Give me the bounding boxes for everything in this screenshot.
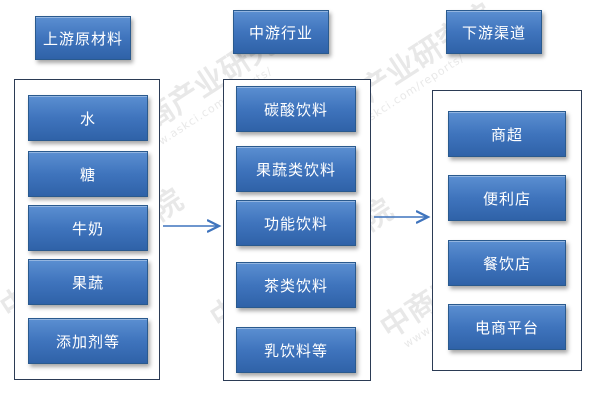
downstream-header: 下游渠道: [446, 10, 542, 54]
upstream-item-additives: 添加剂等: [28, 318, 148, 364]
upstream-item-milk: 牛奶: [28, 205, 148, 251]
midstream-item-tea: 茶类饮料: [236, 262, 356, 308]
downstream-item-supermarket: 商超: [448, 111, 566, 157]
midstream-item-functional: 功能饮料: [236, 200, 356, 246]
upstream-item-water: 水: [28, 95, 148, 141]
downstream-item-ecommerce: 电商平台: [448, 304, 566, 350]
midstream-item-fruit-veg-drinks: 果蔬类饮料: [236, 146, 356, 192]
upstream-header: 上游原材料: [35, 16, 131, 60]
midstream-item-dairy-drinks: 乳饮料等: [236, 327, 356, 373]
upstream-item-fruit-veg: 果蔬: [28, 259, 148, 305]
midstream-header: 中游行业: [233, 10, 329, 54]
upstream-item-sugar: 糖: [28, 151, 148, 197]
downstream-item-restaurant: 餐饮店: [448, 240, 566, 286]
downstream-item-convenience: 便利店: [448, 175, 566, 221]
midstream-item-carbonated: 碳酸饮料: [236, 86, 356, 132]
